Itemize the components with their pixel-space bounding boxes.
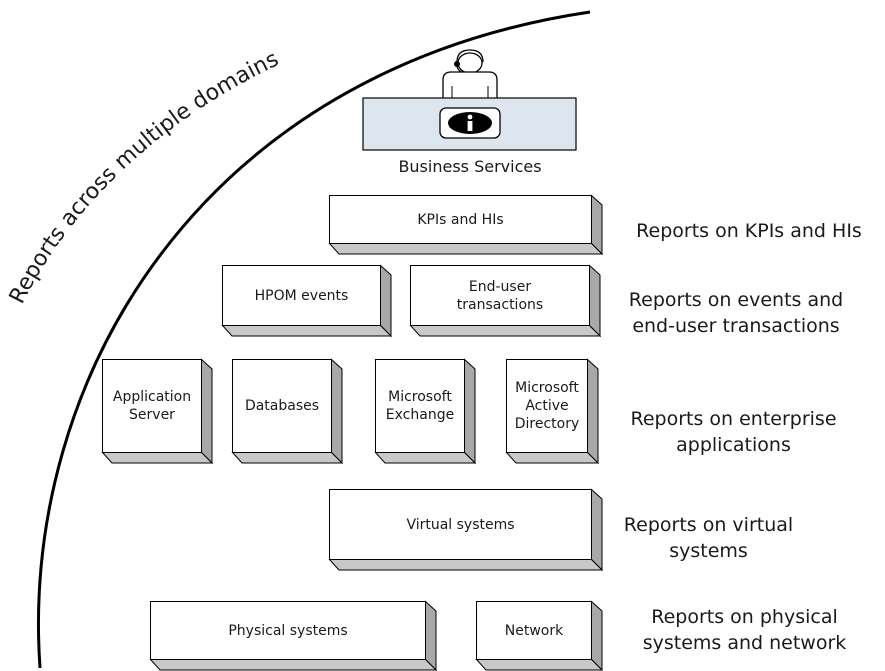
box-side-face [331, 358, 343, 465]
report-physical: Reports on physical systems and network [642, 606, 847, 654]
report-enterprise: Reports on enterprise applications [630, 408, 837, 456]
report-events: Reports on events and end-user transacti… [628, 289, 844, 337]
kpis-box: KPIs and HIs [328, 194, 604, 256]
box-depth [221, 264, 393, 338]
box-side-face [587, 358, 599, 465]
box-side-face [380, 264, 392, 338]
virtual-systems-box: Virtual systems [328, 488, 604, 572]
databases-box-label: Databases [232, 359, 332, 453]
end-user-transactions-box: End-user transactions [409, 264, 602, 338]
box-bottom-face [475, 659, 604, 671]
box-depth [409, 264, 602, 338]
box-side-face [591, 600, 603, 671]
box-bottom-face [328, 559, 604, 571]
end-user-transactions-box-label: End-user transactions [410, 265, 590, 326]
microsoft-exchange-box: Microsoft Exchange [374, 358, 477, 465]
hpom-events-box: HPOM events [221, 264, 393, 338]
box-bottom-face [409, 325, 602, 337]
box-side-face [425, 600, 437, 671]
box-bottom-face [221, 325, 393, 337]
report-kpis: Reports on KPIs and HIs [636, 220, 862, 242]
physical-systems-box: Physical systems [149, 600, 438, 671]
box-side-face [201, 358, 213, 465]
application-server-box-label: Application Server [102, 359, 202, 453]
databases-box: Databases [231, 358, 344, 465]
box-side-face [589, 264, 601, 338]
kpis-box-label: KPIs and HIs [329, 195, 592, 244]
application-server-box: Application Server [101, 358, 214, 465]
report-virtual: Reports on virtual systems [623, 514, 794, 562]
box-side-face [591, 488, 603, 572]
network-box-label: Network [476, 601, 592, 660]
microsoft-active-directory-box: Microsoft Active Directory [505, 358, 600, 465]
box-bottom-face [328, 243, 604, 255]
hpom-events-box-label: HPOM events [222, 265, 381, 326]
box-bottom-face [101, 452, 214, 464]
box-depth [505, 358, 600, 465]
box-bottom-face [505, 452, 600, 464]
network-box: Network [475, 600, 604, 671]
box-side-face [464, 358, 476, 465]
microsoft-exchange-box-label: Microsoft Exchange [375, 359, 465, 453]
physical-systems-box-label: Physical systems [150, 601, 426, 660]
box-depth [231, 358, 344, 465]
virtual-systems-box-label: Virtual systems [329, 489, 592, 560]
business-services-label: Business Services [398, 157, 542, 176]
box-bottom-face [374, 452, 477, 464]
box-bottom-face [149, 659, 438, 671]
microsoft-active-directory-box-label: Microsoft Active Directory [506, 359, 588, 453]
business-services-icon [362, 49, 577, 151]
box-bottom-face [231, 452, 344, 464]
